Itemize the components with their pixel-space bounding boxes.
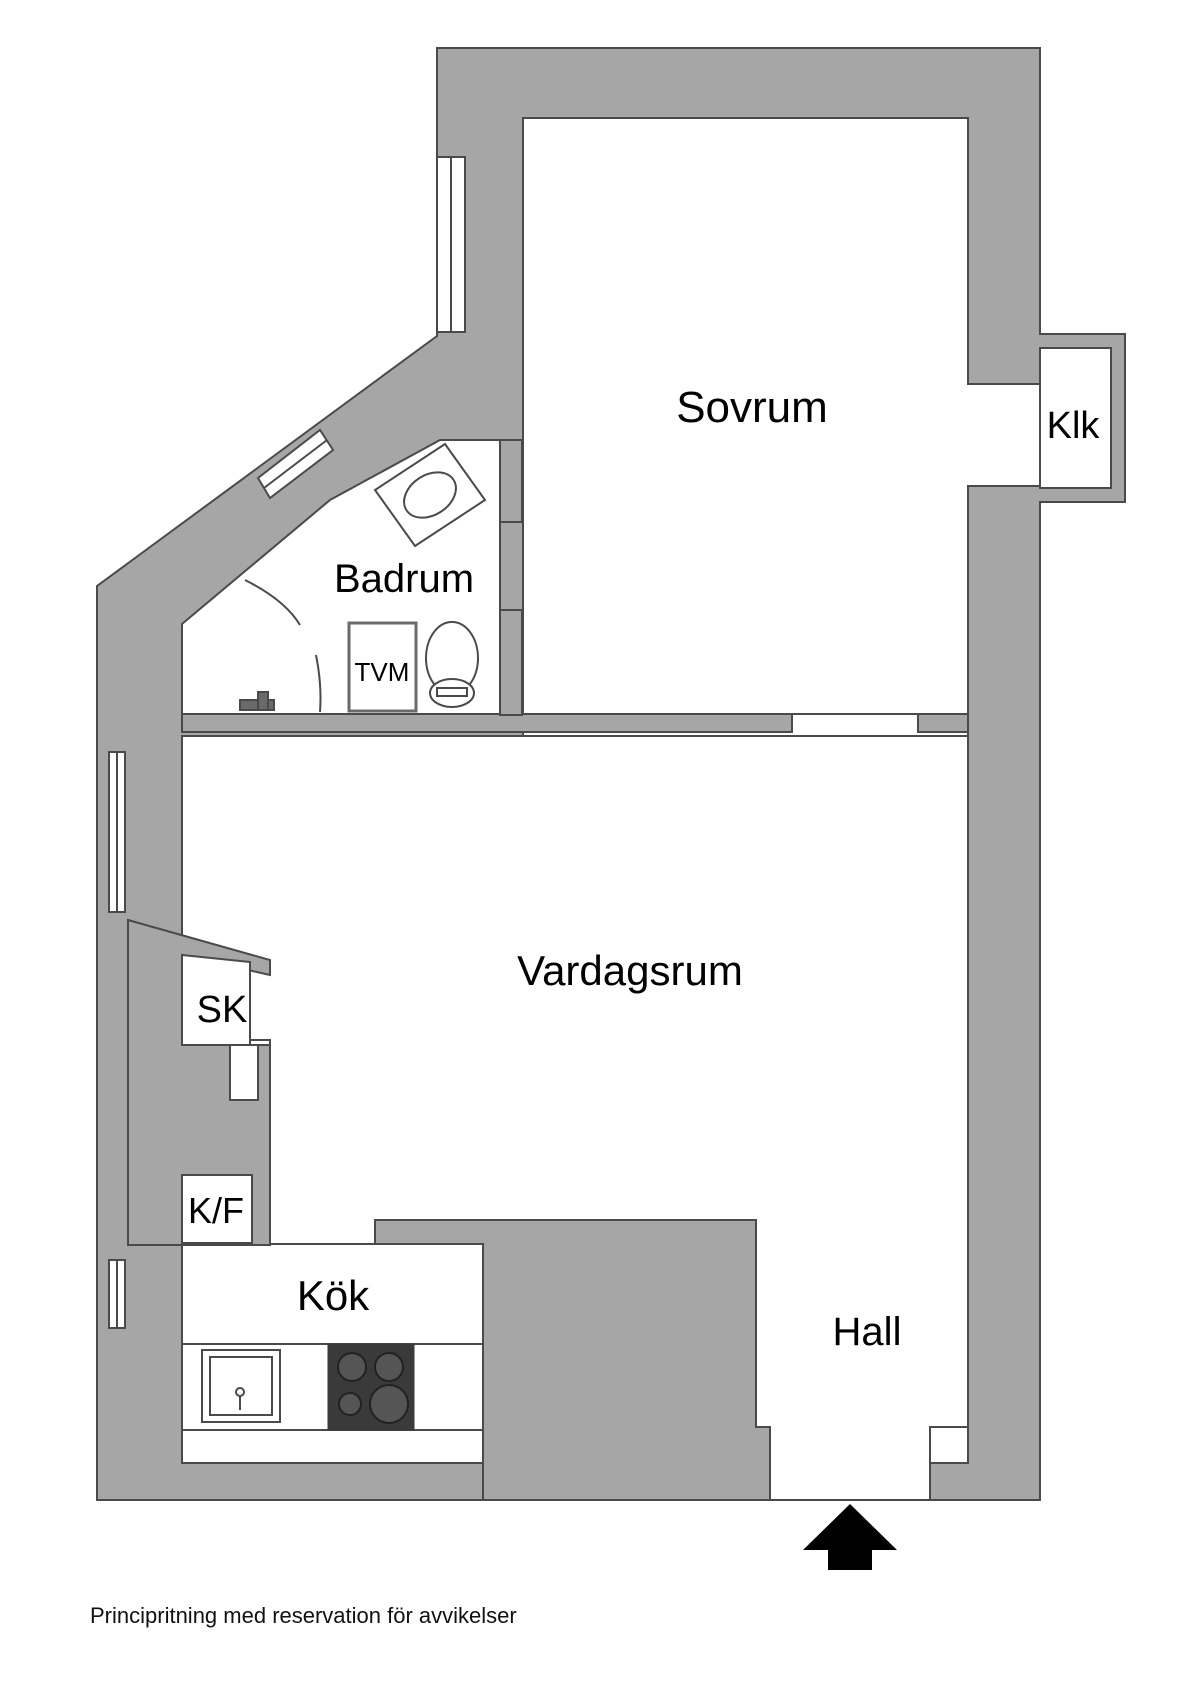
- toilet-icon: [425, 621, 479, 708]
- tvm-box: [347, 621, 418, 713]
- label-sk: SK: [197, 989, 248, 1031]
- sink-icon: [373, 442, 487, 548]
- bathroom-fixtures: [239, 442, 487, 713]
- shower-curtain-icon: [244, 579, 301, 626]
- badrum-wall-top: [499, 439, 523, 523]
- window-kok: [108, 1259, 126, 1329]
- label-vardagsrum: Vardagsrum: [517, 947, 743, 994]
- window-vardagsrum: [108, 751, 126, 913]
- window-badrum: [256, 428, 335, 500]
- shower-curtain-icon-2: [315, 654, 322, 713]
- kf-cupboard: [181, 1174, 253, 1244]
- entrance-arrow-icon: [803, 1504, 897, 1570]
- disclaimer-footnote: Principritning med reservation för avvik…: [90, 1603, 517, 1628]
- label-hall: Hall: [833, 1310, 902, 1354]
- internal-walls: [127, 439, 969, 1501]
- sk-cupboard: [181, 953, 259, 1101]
- label-sovrum: Sovrum: [676, 383, 828, 432]
- kitchen-sink-icon: [201, 1349, 281, 1423]
- windows: [108, 156, 466, 1329]
- label-klk: Klk: [1047, 405, 1101, 447]
- kitchen-fixtures: [181, 1343, 484, 1431]
- cupboards: [181, 953, 259, 1244]
- window-sovrum: [436, 156, 466, 333]
- label-kf: K/F: [188, 1190, 244, 1231]
- wall-horizontal-left: [181, 713, 793, 733]
- stove-icon: [327, 1343, 415, 1431]
- badrum-wall-bottom: [499, 609, 523, 716]
- kitchen-hall-block: [374, 1219, 771, 1501]
- label-tvm: TVM: [355, 657, 410, 687]
- label-badrum: Badrum: [334, 557, 474, 601]
- klk-floor: [1039, 347, 1112, 489]
- wall-horizontal-right: [917, 713, 969, 733]
- shower-tap-icon: [239, 691, 275, 711]
- label-kok: Kök: [297, 1272, 370, 1319]
